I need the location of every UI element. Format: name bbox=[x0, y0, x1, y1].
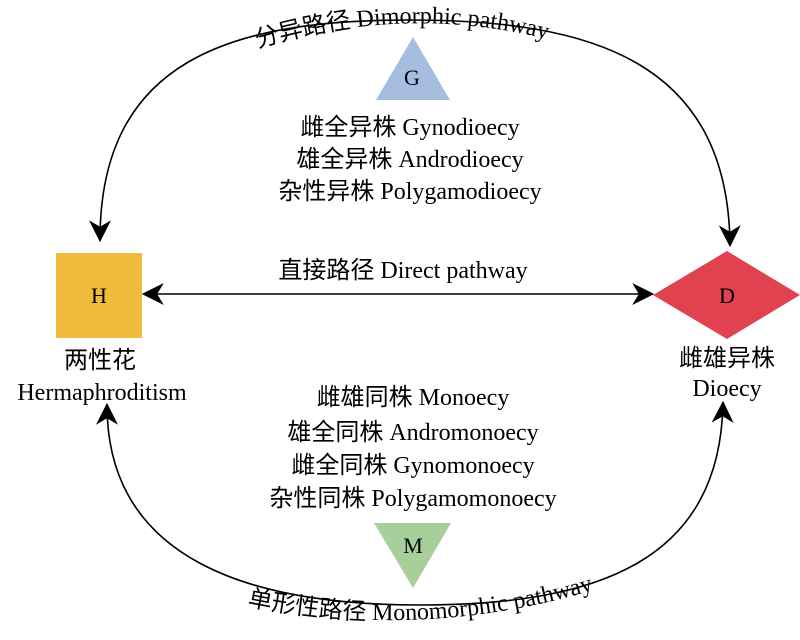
monomorphic-system-item: 雌全同株 Gynomonoecy bbox=[291, 452, 534, 479]
dimorphic-system-item: 雄全异株 Androdioecy bbox=[296, 146, 523, 173]
dioecy-label-zh: 雌雄异株 bbox=[679, 345, 775, 372]
monomorphic-pathway-arrow bbox=[96, 400, 734, 606]
g-triangle-letter: G bbox=[404, 65, 420, 90]
h-square bbox=[56, 253, 142, 338]
direct-pathway-label: 直接路径 Direct pathway bbox=[278, 257, 527, 284]
monomorphic-system-item: 雄全同株 Andromonoecy bbox=[287, 419, 538, 446]
dimorphic-system-item: 杂性异株 Polygamodioecy bbox=[278, 178, 541, 205]
d-diamond-letter: D bbox=[719, 283, 735, 308]
dioecy-label-en: Dioecy bbox=[692, 376, 761, 402]
monomorphic-system-item: 杂性同株 Polygamomonoecy bbox=[269, 485, 556, 512]
d-diamond bbox=[653, 251, 800, 339]
g-triangle bbox=[376, 37, 450, 100]
m-triangle-letter: M bbox=[403, 533, 423, 558]
dimorphic-pathway-arrow bbox=[89, 19, 741, 248]
m-triangle bbox=[374, 523, 451, 588]
monomorphic-system-item: 雌雄同株 Monoecy bbox=[317, 384, 510, 411]
monomorphic-pathway-label: 单形性路径 Monomorphic pathway bbox=[246, 571, 595, 626]
hermaphroditism-label-zh: 两性花 bbox=[64, 347, 136, 374]
dimorphic-system-item: 雌全异株 Gynodioecy bbox=[300, 114, 519, 141]
dimorphic-pathway-label: 分异路径 Dimorphic pathway bbox=[252, 3, 552, 53]
h-square-letter: H bbox=[91, 283, 107, 308]
hermaphroditism-label-en: Hermaphroditism bbox=[17, 380, 187, 406]
